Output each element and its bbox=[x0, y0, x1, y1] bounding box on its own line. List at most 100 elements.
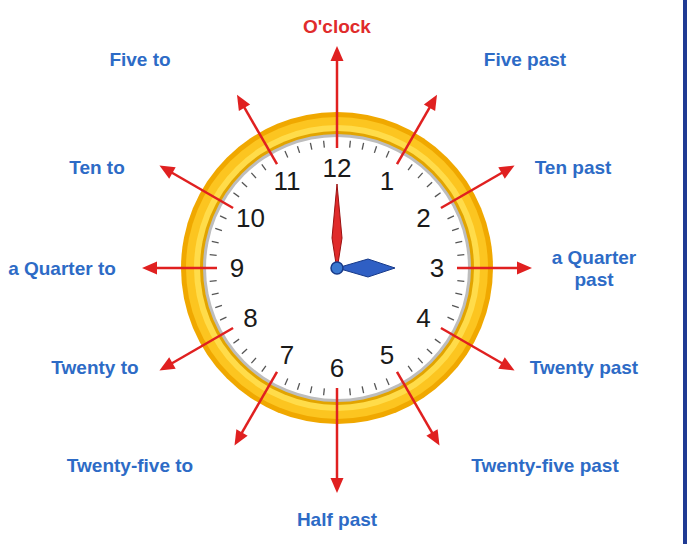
arrow-shaft bbox=[457, 267, 520, 270]
time-phrase: Twenty past bbox=[530, 357, 638, 379]
clock-numeral: 4 bbox=[416, 305, 430, 331]
hour-hand bbox=[337, 259, 395, 277]
minute-tick bbox=[448, 317, 454, 320]
arrow-head bbox=[235, 429, 248, 445]
time-phrase: a Quarter past bbox=[538, 247, 650, 291]
time-phrase: Twenty-five past bbox=[471, 455, 618, 477]
edge-bar bbox=[683, 0, 687, 544]
minute-tick bbox=[262, 366, 266, 372]
clock-numeral: 2 bbox=[416, 205, 430, 231]
clock-numeral: 5 bbox=[380, 342, 394, 368]
minute-tick bbox=[212, 293, 219, 294]
minute-tick bbox=[374, 383, 376, 390]
arrow-head bbox=[331, 478, 344, 493]
time-phrase: Five past bbox=[484, 49, 566, 71]
minute-tick bbox=[408, 366, 412, 372]
arrow-shaft bbox=[441, 328, 504, 365]
arrow-shaft bbox=[170, 172, 233, 209]
minute-tick bbox=[418, 358, 423, 363]
minute-tick bbox=[310, 143, 311, 150]
time-phrase: Ten past bbox=[535, 157, 612, 179]
time-arrow bbox=[159, 166, 233, 209]
minute-ticks bbox=[210, 141, 465, 396]
time-phrase: Half past bbox=[297, 509, 377, 531]
time-phrase: Ten to bbox=[69, 157, 125, 179]
minute-tick bbox=[297, 383, 299, 390]
minute-tick bbox=[362, 386, 363, 393]
arrow-head bbox=[237, 95, 250, 111]
time-phrase: Five to bbox=[109, 49, 170, 71]
minute-tick bbox=[427, 349, 432, 354]
minute-tick bbox=[285, 151, 288, 157]
clock-rim-inner bbox=[200, 131, 474, 405]
minute-tick bbox=[374, 146, 376, 153]
arrow-shaft bbox=[243, 105, 277, 164]
time-arrow bbox=[237, 95, 277, 164]
arrow-shaft bbox=[336, 388, 339, 481]
minute-tick bbox=[297, 146, 299, 153]
minute-hand bbox=[332, 184, 342, 270]
clock-numeral: 12 bbox=[323, 155, 352, 181]
minute-tick bbox=[323, 141, 325, 148]
clock-bezel bbox=[203, 134, 471, 402]
time-arrow bbox=[331, 388, 344, 493]
arrow-head bbox=[142, 262, 157, 275]
minute-tick bbox=[262, 164, 266, 170]
time-arrow bbox=[397, 372, 440, 446]
minute-tick bbox=[233, 193, 239, 197]
minute-tick bbox=[435, 339, 441, 343]
minute-tick bbox=[457, 280, 464, 282]
arrow-head bbox=[159, 357, 175, 370]
arrow-shaft bbox=[241, 372, 278, 435]
minute-tick bbox=[215, 228, 222, 230]
minute-tick bbox=[285, 379, 288, 385]
minute-tick bbox=[408, 164, 412, 170]
clock-numeral: 3 bbox=[430, 255, 444, 281]
time-phrase: Twenty-five to bbox=[67, 455, 193, 477]
minute-tick bbox=[242, 349, 247, 354]
minute-tick bbox=[220, 216, 226, 219]
clock-numeral: 11 bbox=[274, 168, 301, 194]
time-arrow bbox=[441, 166, 515, 209]
minute-tick bbox=[427, 182, 432, 187]
time-arrow bbox=[441, 328, 515, 371]
clock-numeral: 6 bbox=[330, 355, 344, 381]
minute-tick bbox=[233, 339, 239, 343]
time-arrow bbox=[457, 262, 532, 275]
arrow-shaft bbox=[170, 328, 233, 365]
minute-tick bbox=[386, 379, 389, 385]
arrow-head bbox=[498, 357, 514, 370]
minute-tick bbox=[323, 388, 325, 395]
minute-tick bbox=[215, 305, 222, 307]
arrow-shaft bbox=[397, 372, 434, 435]
minute-tick bbox=[310, 386, 311, 393]
minute-tick bbox=[457, 254, 464, 256]
clock-rim-highlight bbox=[194, 125, 480, 411]
clock-numeral: 1 bbox=[380, 168, 394, 194]
arrow-shaft bbox=[154, 267, 217, 270]
time-phrase: a Quarter to bbox=[6, 258, 118, 280]
minute-tick bbox=[386, 151, 389, 157]
minute-tick bbox=[210, 280, 217, 282]
arrow-head bbox=[159, 166, 175, 179]
minute-tick bbox=[210, 254, 217, 256]
clock-numeral: 10 bbox=[236, 205, 265, 231]
minute-tick bbox=[242, 182, 247, 187]
time-arrow bbox=[142, 262, 217, 275]
minute-tick bbox=[349, 141, 351, 148]
minute-tick bbox=[220, 317, 226, 320]
minute-tick bbox=[452, 228, 459, 230]
minute-tick bbox=[452, 305, 459, 307]
minute-tick bbox=[212, 241, 219, 242]
arrow-head bbox=[498, 166, 514, 179]
minute-tick bbox=[251, 173, 256, 178]
arrow-shaft bbox=[336, 58, 339, 148]
clock-rim bbox=[186, 117, 488, 419]
clock-numeral: 7 bbox=[280, 342, 294, 368]
time-phrase: O'clock bbox=[303, 16, 371, 38]
arrow-head bbox=[517, 262, 532, 275]
arrow-head bbox=[424, 95, 437, 111]
time-arrows bbox=[142, 46, 532, 493]
